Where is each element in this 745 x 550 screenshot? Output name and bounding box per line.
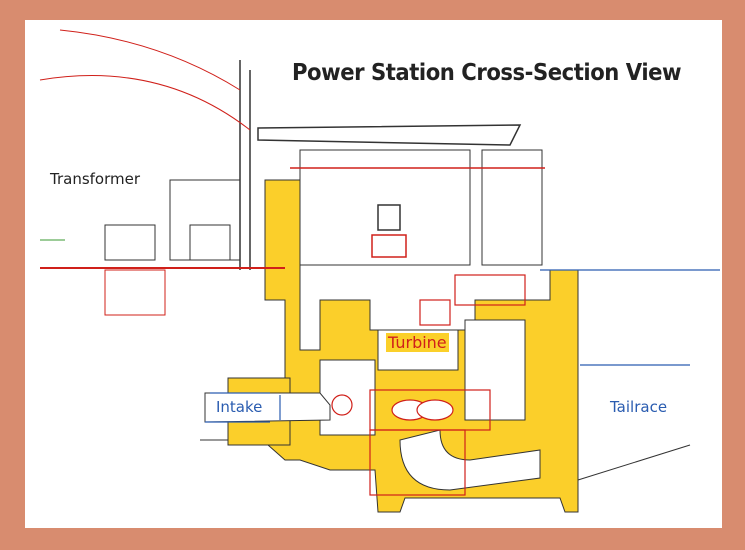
crane-load	[371, 234, 407, 258]
intake-valve	[331, 394, 353, 416]
transformer-unit-2	[189, 224, 231, 261]
room-right	[464, 319, 526, 421]
generator-hall	[299, 149, 471, 266]
interior-rooms	[204, 149, 543, 491]
intake-label: Intake	[216, 398, 263, 416]
roof	[257, 124, 522, 146]
turbine-label: Turbine	[386, 333, 449, 352]
riverbed	[577, 444, 691, 481]
room-left-lower	[319, 359, 376, 436]
crane-hook	[377, 204, 401, 231]
turbine-equipment	[331, 274, 526, 496]
draft-tube	[399, 429, 541, 491]
room-upper-right	[481, 149, 543, 266]
water-lines	[205, 269, 720, 423]
transformer-label: Transformer	[50, 170, 141, 188]
intake-channel	[204, 392, 331, 423]
transformer-unit-1	[104, 224, 156, 261]
transformer-yard	[39, 29, 285, 316]
diagram-title: Power Station Cross-Section View	[292, 60, 682, 86]
tailrace-label: Tailrace	[610, 398, 668, 416]
yard-building	[169, 179, 241, 261]
